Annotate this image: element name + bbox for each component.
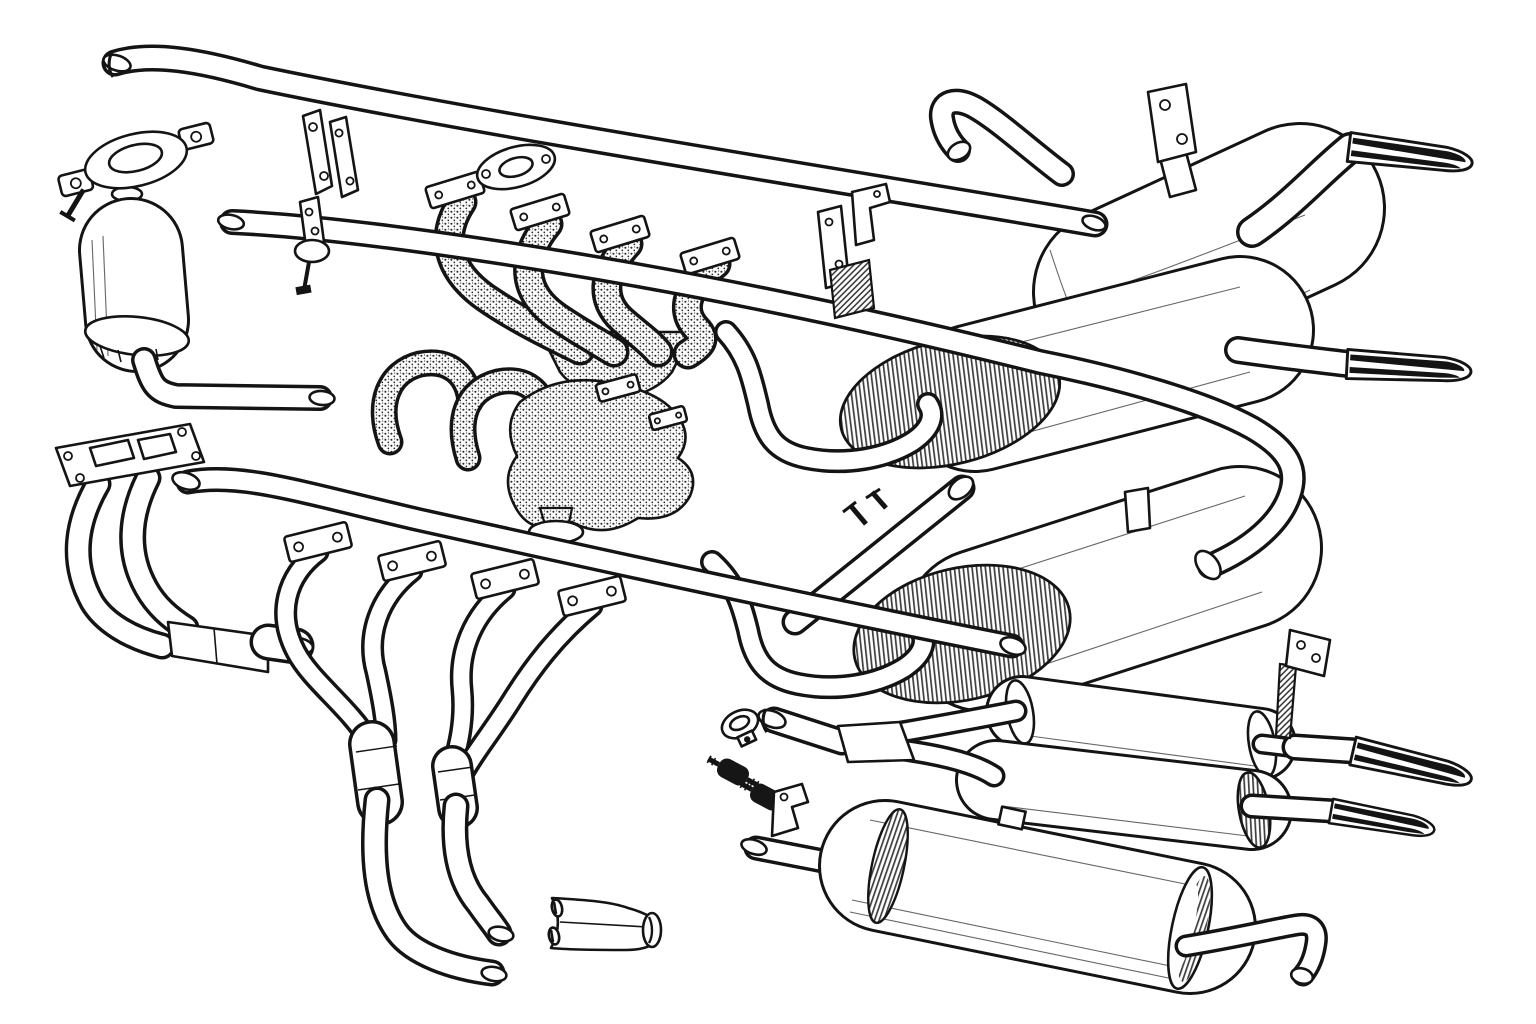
pipe-mounting-clamp bbox=[293, 195, 331, 296]
chrome-tip-icon bbox=[1327, 797, 1438, 843]
long-tail-pipe bbox=[171, 466, 1027, 659]
rear-tailpipe-lower bbox=[1239, 793, 1438, 843]
muffler-tailpipe bbox=[1174, 912, 1328, 987]
mounting-bracket-pair bbox=[301, 108, 360, 199]
front-downpipe-flange bbox=[54, 422, 315, 674]
silencer-hanger-strap bbox=[1146, 82, 1198, 199]
manifold-gasket bbox=[475, 143, 557, 191]
rear-twin-silencer-lower bbox=[955, 739, 1293, 851]
tailpipe-loop-upper bbox=[714, 320, 944, 474]
rear-tailpipe-upper bbox=[1281, 733, 1477, 794]
exhaust-clamp bbox=[57, 121, 215, 223]
rubber-mounting-bobbins bbox=[706, 755, 793, 814]
bomb-silencer bbox=[78, 180, 336, 411]
rear-hanger-bracket bbox=[1274, 628, 1332, 740]
rear-y-front-pipe bbox=[757, 699, 1028, 788]
tailpipe-loop-lower bbox=[700, 550, 936, 700]
front-exhaust-pipe bbox=[101, 44, 1109, 238]
tubular-header-downpipes bbox=[274, 520, 627, 987]
twin-outlet-finisher bbox=[547, 896, 663, 952]
chrome-tip-icon bbox=[1348, 735, 1477, 794]
silencer-inlet-hook-pipe bbox=[928, 88, 1075, 187]
chrome-tip-icon bbox=[1344, 348, 1474, 387]
tailpipe-middle bbox=[1224, 336, 1474, 387]
exhaust-p-clamp bbox=[720, 708, 760, 748]
tailpipe-upper bbox=[1236, 131, 1476, 248]
intermediate-pipe bbox=[216, 209, 1306, 581]
support-bracket bbox=[770, 782, 810, 838]
fitting-plates bbox=[816, 182, 892, 320]
transverse-oval-muffler bbox=[740, 799, 1257, 995]
